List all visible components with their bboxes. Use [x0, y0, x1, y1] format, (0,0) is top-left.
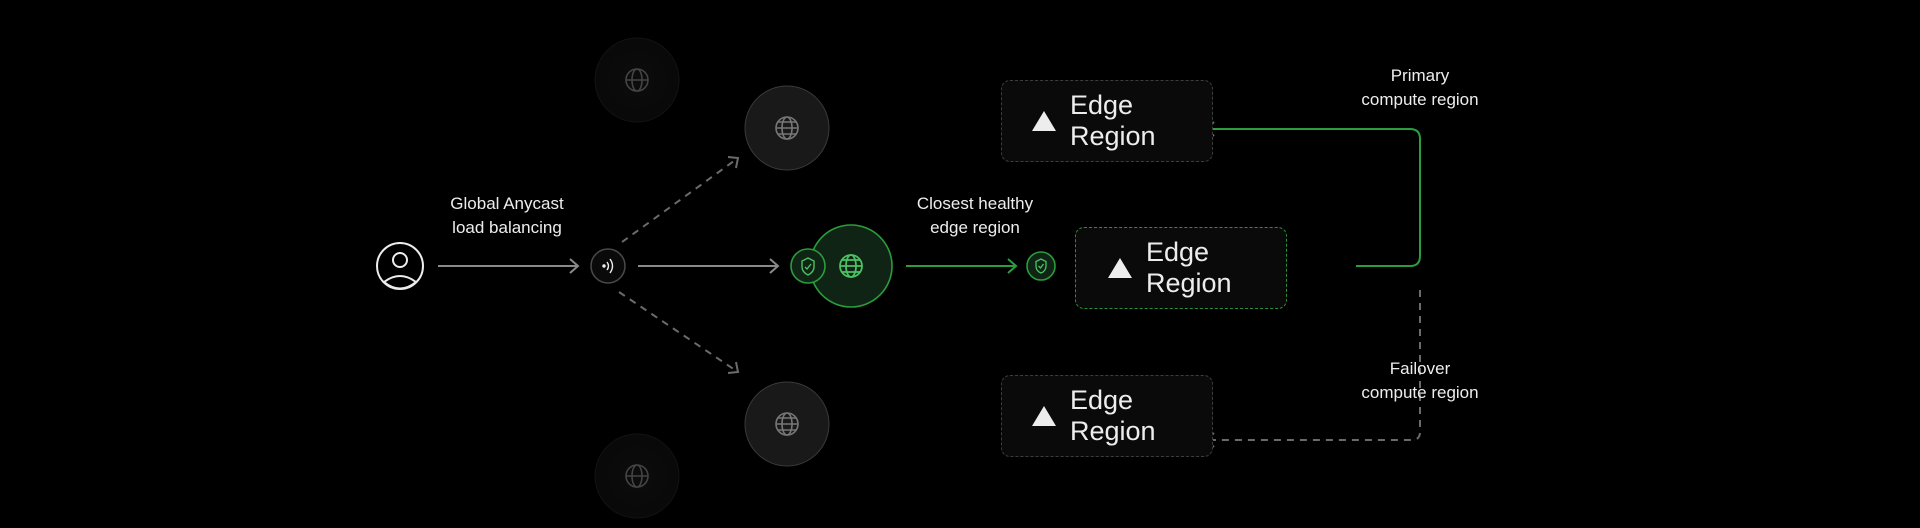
arrow-to-failover-region [1206, 290, 1421, 441]
arrow-to-primary-region [1206, 128, 1421, 267]
label-line: Closest healthy [916, 194, 1034, 213]
closest-label: Closest healthy edge region [917, 192, 1033, 240]
edge-region-failover: Edge Region [1001, 375, 1213, 457]
triangle-logo-icon [1032, 111, 1056, 131]
signal-icon [602, 258, 614, 274]
primary-label: Primary compute region [1361, 64, 1478, 112]
label-line: compute region [1361, 90, 1479, 109]
label-line: load balancing [452, 218, 562, 237]
triangle-logo-icon [1032, 406, 1056, 426]
globe-icon [625, 68, 799, 488]
triangle-logo-icon [1108, 258, 1132, 278]
label-line: edge region [930, 218, 1020, 237]
region-label: Edge Region [1070, 385, 1156, 446]
shield-check-icon [801, 257, 815, 276]
label-line: Primary [1390, 66, 1450, 85]
anycast-label: Global Anycast load balancing [450, 192, 563, 240]
arrow-dashed-down [618, 291, 739, 373]
label-line: Global Anycast [450, 194, 564, 213]
edge-region-primary: Edge Region [1001, 80, 1213, 162]
shield-check-icon [1035, 258, 1047, 274]
firewall-node [790, 248, 826, 284]
region-label: Edge Region [1146, 237, 1232, 298]
label-line: compute region [1361, 383, 1479, 402]
firewall-badge [1026, 251, 1056, 281]
failover-label: Failover compute region [1361, 357, 1478, 405]
arrow-dashed-up [621, 157, 739, 243]
edge-region-active: Edge Region [1075, 227, 1287, 309]
label-line: Failover [1389, 359, 1451, 378]
user-icon [376, 242, 424, 290]
globe-icon [839, 254, 863, 278]
region-label: Edge Region [1070, 90, 1156, 151]
